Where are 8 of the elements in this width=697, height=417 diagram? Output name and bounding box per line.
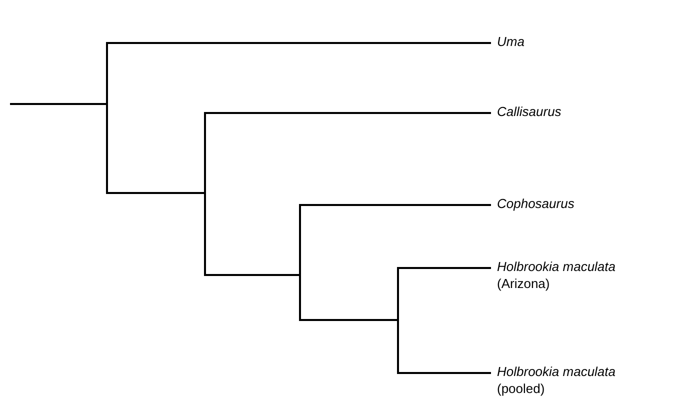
taxon-label: Callisaurus xyxy=(497,103,562,120)
tree-branch xyxy=(10,103,491,374)
taxon-label: Holbrookia maculata xyxy=(497,258,616,275)
taxon-label: Cophosaurus xyxy=(497,195,574,212)
taxon-label: Uma xyxy=(497,33,524,50)
population-label: (pooled) xyxy=(497,380,546,397)
population-label: (Arizona) xyxy=(497,275,551,292)
taxon-label: Holbrookia maculata xyxy=(497,363,616,380)
